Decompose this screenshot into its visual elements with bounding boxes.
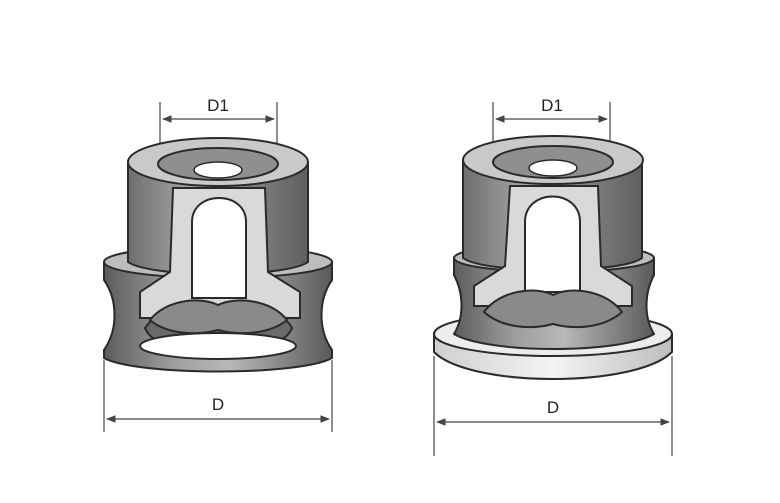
right-d1-label: D1 — [541, 96, 563, 115]
left-d-label: D — [212, 395, 224, 414]
right-upper-body — [462, 135, 644, 329]
left-d1-label: D1 — [207, 96, 229, 115]
left-d-dimension: D — [103, 360, 333, 432]
right-d-label: D — [547, 398, 559, 417]
left-part: D1 D — [103, 96, 333, 432]
left-upper-body — [127, 137, 309, 335]
right-d1-dimension: D1 — [492, 96, 611, 160]
right-part: D1 D — [433, 96, 673, 456]
right-d-dimension: D — [433, 356, 673, 456]
